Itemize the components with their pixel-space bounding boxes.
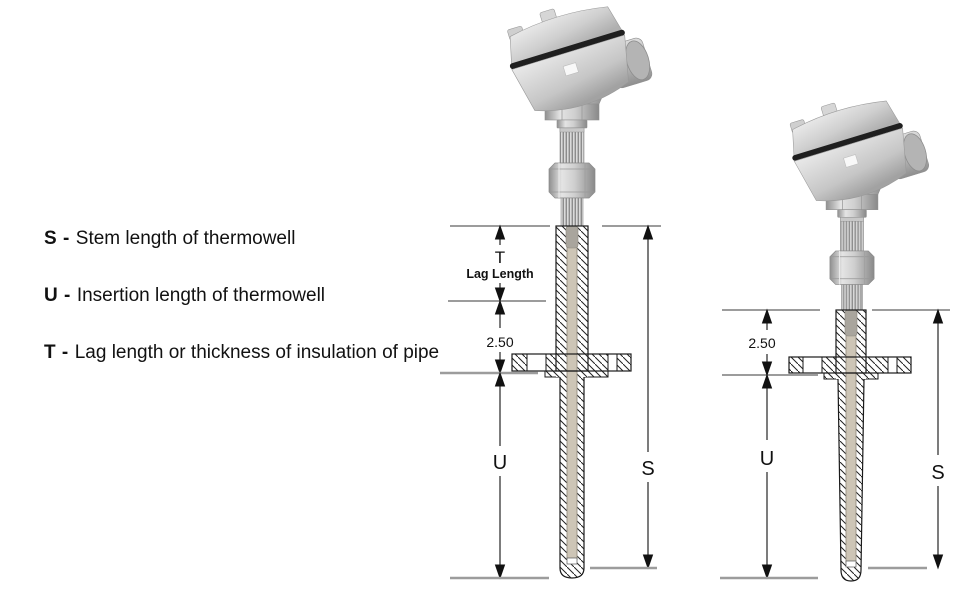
left-connection-head xyxy=(496,0,657,228)
legend-item-s: S -Stem length of thermowell xyxy=(44,229,439,249)
left-assembly: T Lag Length 2.50 U xyxy=(440,0,661,580)
legend: S -Stem length of thermowell U -Insertio… xyxy=(44,229,439,363)
left-dim-label-U: U xyxy=(493,452,507,474)
right-dim-label-U: U xyxy=(760,448,774,470)
legend-term-s: S - xyxy=(44,228,70,249)
left-dim-label-250: 2.50 xyxy=(486,334,513,350)
right-dim-U: U xyxy=(720,374,818,580)
left-dim-label-lag-length: Lag Length xyxy=(466,267,533,281)
left-dim-U: U xyxy=(450,372,549,580)
legend-item-u: U -Insertion length of thermowell xyxy=(44,286,439,306)
left-dim-250: 2.50 xyxy=(440,300,538,375)
legend-item-t: T -Lag length or thickness of insulation… xyxy=(44,343,439,363)
right-dim-S: S xyxy=(868,309,950,570)
left-dim-T-lag-length: T Lag Length xyxy=(448,225,550,302)
left-dim-label-T: T xyxy=(495,248,505,267)
right-dim-label-S: S xyxy=(931,462,944,484)
right-dim-250: 2.50 xyxy=(722,309,820,376)
left-dim-S: S xyxy=(590,225,661,570)
legend-definition-s: Stem length of thermowell xyxy=(75,228,296,249)
right-dim-label-250: 2.50 xyxy=(748,335,775,351)
left-thermowell-section xyxy=(511,225,632,579)
left-dim-label-S: S xyxy=(641,458,654,480)
legend-term-t: T - xyxy=(44,342,69,363)
legend-definition-t: Lag length or thickness of insulation of… xyxy=(74,342,440,363)
legend-definition-u: Insertion length of thermowell xyxy=(76,285,326,306)
right-connection-head xyxy=(779,80,934,313)
legend-term-u: U - xyxy=(44,285,71,306)
right-thermowell-section xyxy=(788,309,912,582)
right-assembly: 2.50 U S xyxy=(720,80,950,582)
